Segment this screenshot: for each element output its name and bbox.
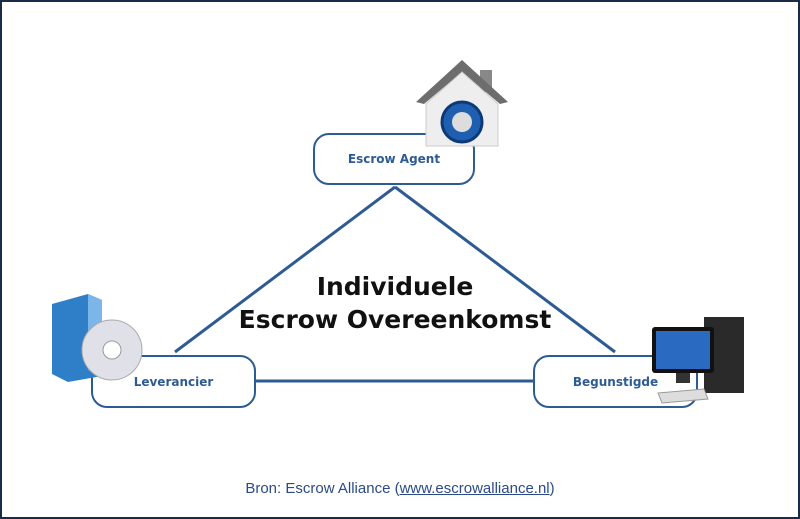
source-suffix: ) (549, 480, 555, 497)
source-prefix: Bron: Escrow Alliance ( (245, 480, 400, 497)
line-agent-beneficiary (394, 185, 616, 354)
desktop-computer-icon (652, 317, 744, 404)
source-credit: Bron: Escrow Alliance (www.escrowallianc… (0, 480, 800, 497)
node-leverancier: Leverancier (91, 355, 256, 408)
source-link[interactable]: www.escrowalliance.nl (399, 480, 550, 497)
node-label: Leverancier (133, 374, 214, 389)
diagram-title-line1: Individuele (316, 272, 474, 301)
diagram-title-line2: Escrow Overeenkomst (238, 305, 552, 334)
software-cd-icon (52, 294, 143, 382)
line-agent-supplier (174, 185, 396, 354)
house-safe-icon (416, 60, 508, 147)
node-label: Begunstigde (572, 374, 659, 389)
node-label: Escrow Agent (347, 152, 441, 166)
